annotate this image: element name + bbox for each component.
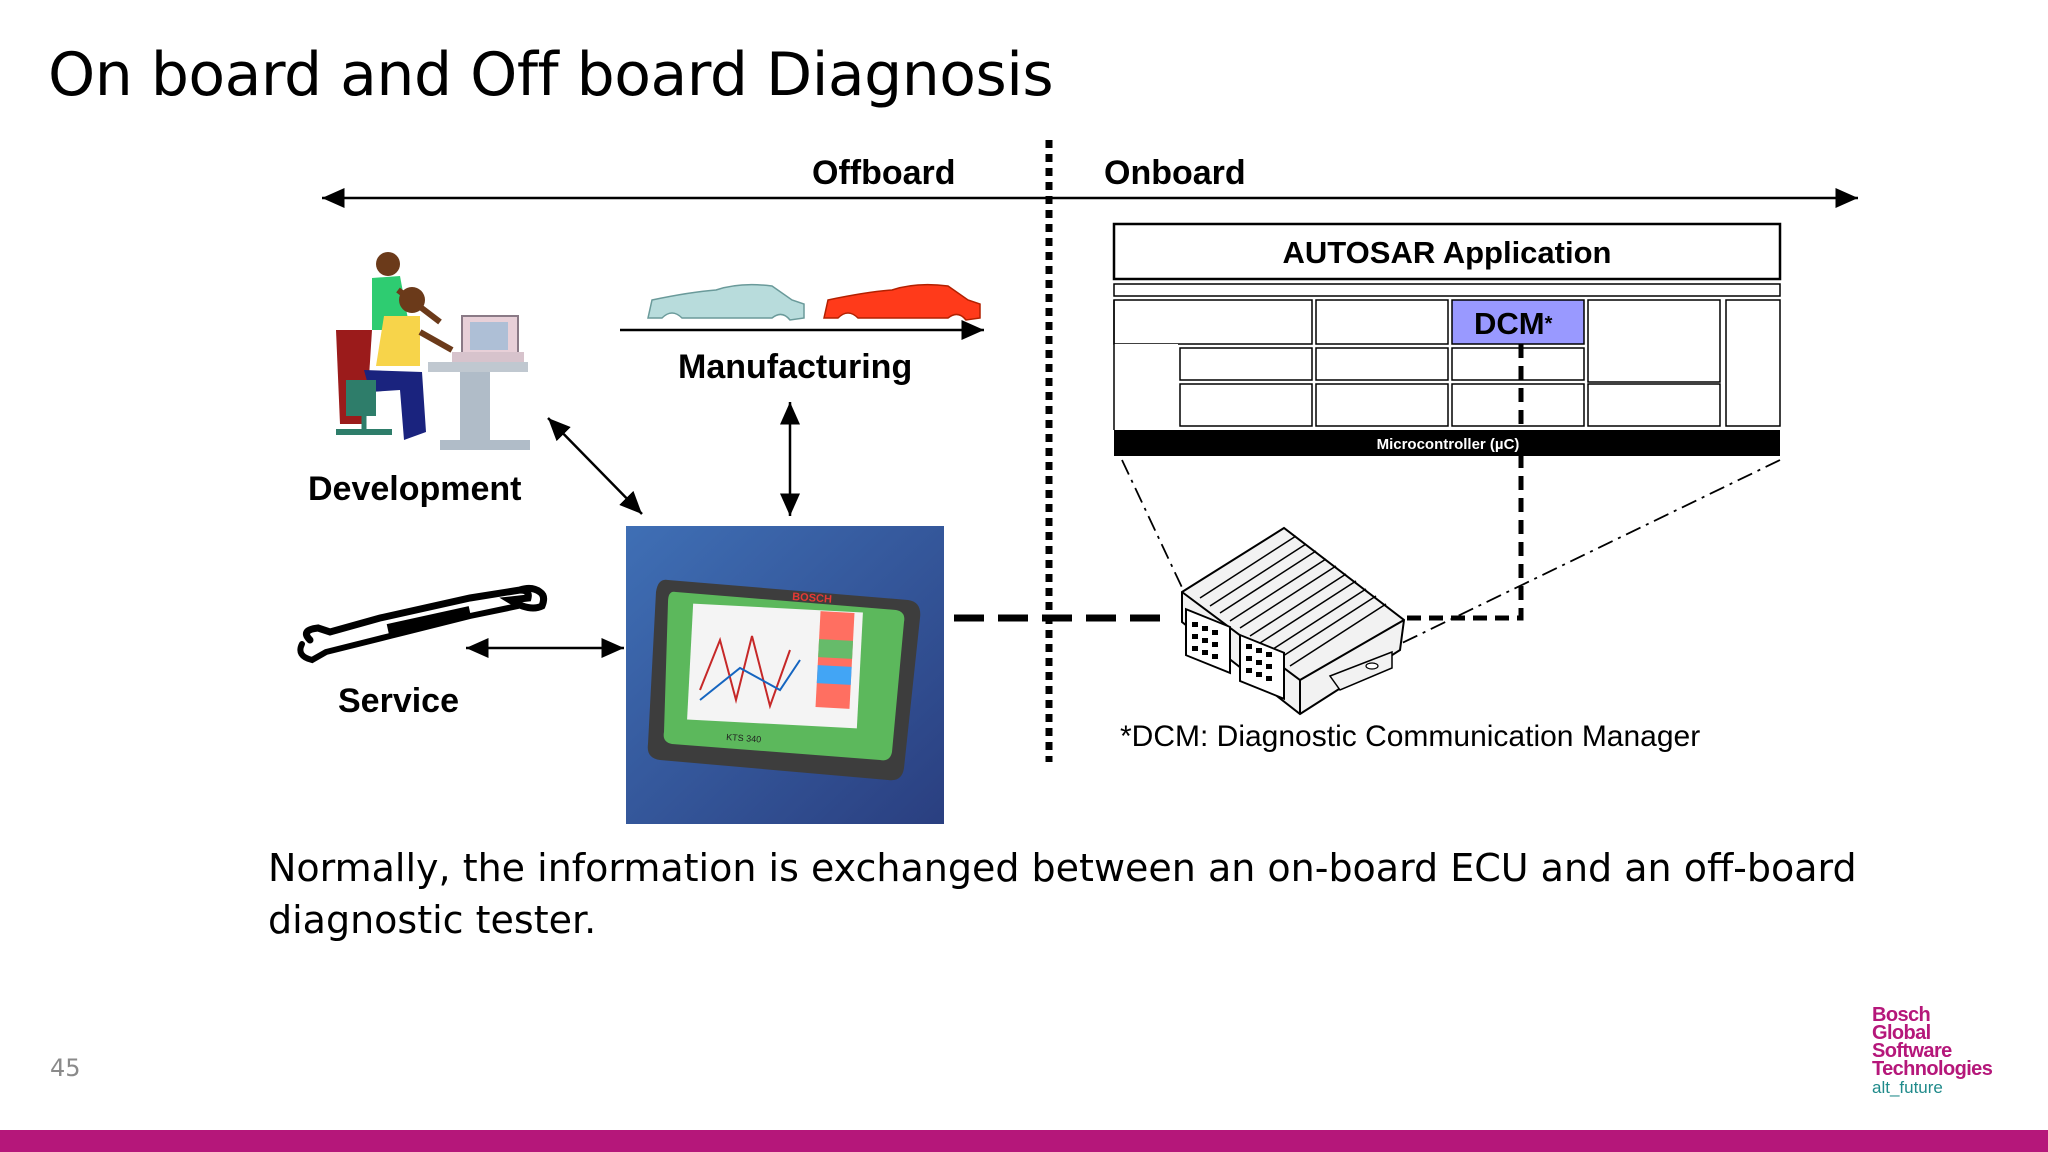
microcontroller-label: Microcontroller (µC) (1377, 436, 1520, 453)
footer-brand-bar (0, 1130, 2048, 1152)
slide-title: On board and Off board Diagnosis (48, 40, 1054, 110)
autosar-stack (1112, 222, 1782, 456)
ecu-module-icon (1181, 526, 1406, 716)
logo-line-3: Software (1872, 1040, 1952, 1062)
car-silhouette-icon (647, 283, 981, 321)
slide-caption: Normally, the information is exchanged b… (268, 846, 1857, 942)
dcm-ecu-link (1392, 344, 1524, 621)
tester-brand: BOSCH (792, 591, 833, 606)
page-number: 45 (50, 1054, 81, 1082)
bgsw-logo: Bosch Global Software Technologies alt_f… (1872, 1004, 1993, 1097)
development-tester-arrow (547, 417, 643, 515)
diagnostic-tester-icon: BOSCH KTS 340 (626, 526, 944, 824)
development-label: Development (308, 470, 522, 508)
onboard-label: Onboard (1104, 154, 1246, 192)
logo-line-4: Technologies (1872, 1058, 1993, 1080)
logo-line-1: Bosch (1872, 1004, 1931, 1026)
logo-line-2: Global (1872, 1022, 1931, 1044)
dcm-footnote: *DCM: Diagnostic Communication Manager (1120, 720, 1700, 753)
tester-model: KTS 340 (726, 732, 762, 744)
offboard-label: Offboard (812, 154, 956, 192)
zoom-line-left (1121, 459, 1187, 597)
dcm-label: DCM* (1474, 306, 1553, 341)
manufacturing-label: Manufacturing (678, 348, 912, 386)
autosar-application-label: AUTOSAR Application (1283, 235, 1612, 270)
wrench-icon (297, 584, 548, 664)
service-label: Service (338, 682, 459, 720)
zoom-line-right (1399, 459, 1781, 645)
logo-tagline: alt_future (1872, 1078, 1943, 1097)
people-at-computer-icon (336, 252, 530, 450)
